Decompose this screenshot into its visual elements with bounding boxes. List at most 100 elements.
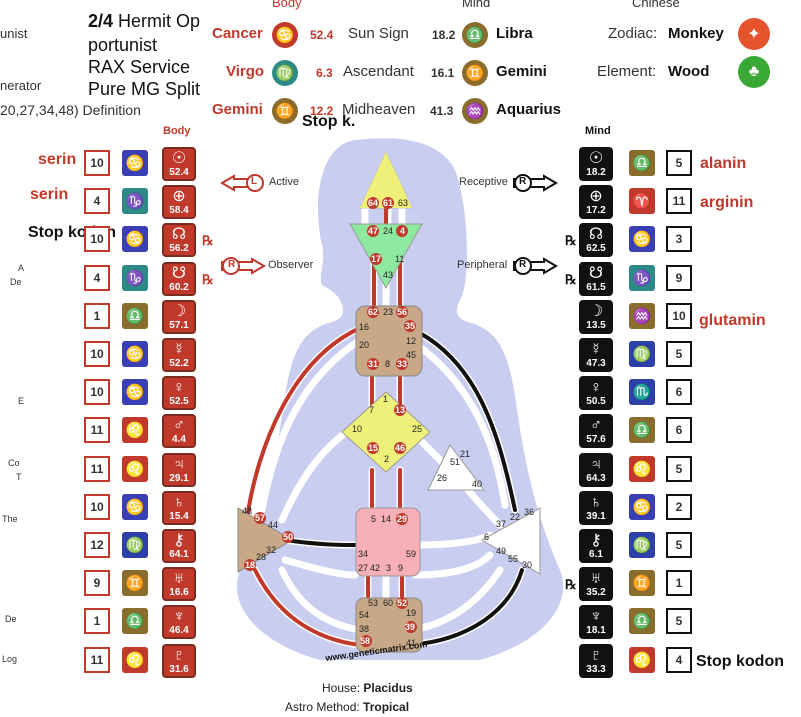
planet-value: 47.3 xyxy=(586,357,606,369)
mind-line-box: 5 xyxy=(666,608,692,634)
planet-value: 64.1 xyxy=(169,548,189,560)
monkey-icon: ✦ xyxy=(738,18,770,50)
solar-plexus-center xyxy=(480,507,541,575)
peripheral-label: Peripheral xyxy=(457,259,508,271)
svg-text:7: 7 xyxy=(369,405,374,415)
planet-icon: ♃ xyxy=(173,455,185,473)
cut-left-label: De xyxy=(10,277,22,287)
planet-value: 52.2 xyxy=(169,357,189,369)
planet-icon: ♇ xyxy=(590,646,602,664)
midheaven-label: Midheaven xyxy=(342,101,416,118)
body-planet-box: ⊕58.4 xyxy=(162,185,196,219)
body-zodiac-icon: ♎ xyxy=(122,303,148,329)
svg-text:53: 53 xyxy=(368,598,378,608)
midheaven-degree: 41.3 xyxy=(430,104,454,118)
svg-text:36: 36 xyxy=(524,507,534,517)
profile-number: 2/4 xyxy=(88,11,114,31)
svg-text:64: 64 xyxy=(368,198,378,208)
svg-text:11: 11 xyxy=(395,254,404,264)
cut-left-label: The xyxy=(2,514,18,524)
mind-zodiac-icon: ♍ xyxy=(629,341,655,367)
peripheral-arrow xyxy=(513,257,558,275)
mind-zodiac-icon: ♎ xyxy=(629,417,655,443)
planet-value: 50.5 xyxy=(586,395,606,407)
body-line-box: 10 xyxy=(84,226,110,252)
svg-text:31: 31 xyxy=(368,359,378,369)
astro-method-value: Tropical xyxy=(363,700,410,714)
mind-planet-box: ☊62.5 xyxy=(579,223,613,257)
planet-icon: ♆ xyxy=(590,607,602,625)
astro-method-label: Astro Method: xyxy=(285,700,360,714)
svg-text:54: 54 xyxy=(359,610,369,620)
svg-text:63: 63 xyxy=(398,198,408,208)
svg-text:30: 30 xyxy=(522,560,532,570)
receptive-arrow xyxy=(513,174,558,192)
mind-zodiac-icon: ♋ xyxy=(629,494,655,520)
element-label: Element: xyxy=(597,63,657,80)
svg-text:17: 17 xyxy=(371,254,381,264)
body-zodiac-icon: ♌ xyxy=(122,647,148,673)
svg-text:14: 14 xyxy=(381,514,391,524)
body-mc-sign: Gemini xyxy=(212,101,263,118)
svg-text:4: 4 xyxy=(400,226,405,236)
svg-text:10: 10 xyxy=(352,424,362,434)
body-zodiac-icon: ♊ xyxy=(122,570,148,596)
svg-text:20: 20 xyxy=(359,340,369,350)
house-row: House: Placidus xyxy=(322,681,413,695)
arrow-letter-r-receptive: R xyxy=(519,176,527,187)
mind-line-box: 2 xyxy=(666,494,692,520)
svg-text:6: 6 xyxy=(484,532,489,542)
planet-value: 35.2 xyxy=(586,586,606,598)
mind-planet-box: ♄39.1 xyxy=(579,491,613,525)
svg-text:23: 23 xyxy=(383,307,393,317)
svg-text:46: 46 xyxy=(395,443,405,453)
body-planet-box: ☊56.2 xyxy=(162,223,196,257)
planet-value: 60.2 xyxy=(169,281,189,293)
mind-line-box: 1 xyxy=(666,570,692,596)
profile-line-2: portunist xyxy=(88,35,158,55)
mind-line-box: 5 xyxy=(666,341,692,367)
svg-text:21: 21 xyxy=(460,449,470,459)
svg-text:50: 50 xyxy=(283,532,293,542)
planet-icon: ♆ xyxy=(173,607,185,625)
mind-zodiac-icon: ♒ xyxy=(629,303,655,329)
gemini-icon: ♊ xyxy=(462,60,488,86)
svg-text:39: 39 xyxy=(405,622,415,632)
svg-text:8: 8 xyxy=(385,359,390,369)
house-label: House: xyxy=(322,681,361,695)
svg-text:32: 32 xyxy=(266,545,276,555)
svg-text:33: 33 xyxy=(397,359,407,369)
definition-label: 20,27,34,48) Definition xyxy=(0,102,141,118)
mind-line-box: 5 xyxy=(666,456,692,482)
mind-line-box: 5 xyxy=(666,150,692,176)
planet-icon: ☊ xyxy=(171,225,187,243)
planet-icon: ♃ xyxy=(590,455,602,473)
svg-text:2: 2 xyxy=(384,454,389,464)
root-center xyxy=(355,597,423,653)
arrow-letter-l: L xyxy=(251,176,258,187)
svg-text:42: 42 xyxy=(370,563,380,573)
mind-planet-box: ♀50.5 xyxy=(579,376,613,410)
planet-value: 57.6 xyxy=(586,433,606,445)
cut-left-label: Log xyxy=(2,654,18,664)
retrograde-icon: ℞ xyxy=(565,577,577,592)
svg-text:9: 9 xyxy=(398,563,403,573)
authority-split: Pure MG Split xyxy=(88,79,201,99)
sun-sign-label: Sun Sign xyxy=(348,25,409,42)
planet-value: 16.6 xyxy=(169,586,189,598)
planet-value: 13.5 xyxy=(586,319,606,331)
observer-label: Observer xyxy=(268,259,314,271)
planet-value: 6.1 xyxy=(589,548,603,560)
body-line-box: 4 xyxy=(84,188,110,214)
planet-value: 56.2 xyxy=(169,242,189,254)
svg-text:60: 60 xyxy=(383,598,393,608)
svg-text:43: 43 xyxy=(383,270,393,280)
body-zodiac-icon: ♌ xyxy=(122,417,148,443)
body-line-box: 11 xyxy=(84,417,110,443)
mind-planet-box: ♆18.1 xyxy=(579,605,613,639)
planet-value: 15.4 xyxy=(169,510,189,522)
planet-value: 64.3 xyxy=(586,472,606,484)
planet-icon: ☽ xyxy=(171,302,187,320)
active-arrow xyxy=(220,174,264,192)
mind-planet-box: ☽13.5 xyxy=(579,300,613,334)
